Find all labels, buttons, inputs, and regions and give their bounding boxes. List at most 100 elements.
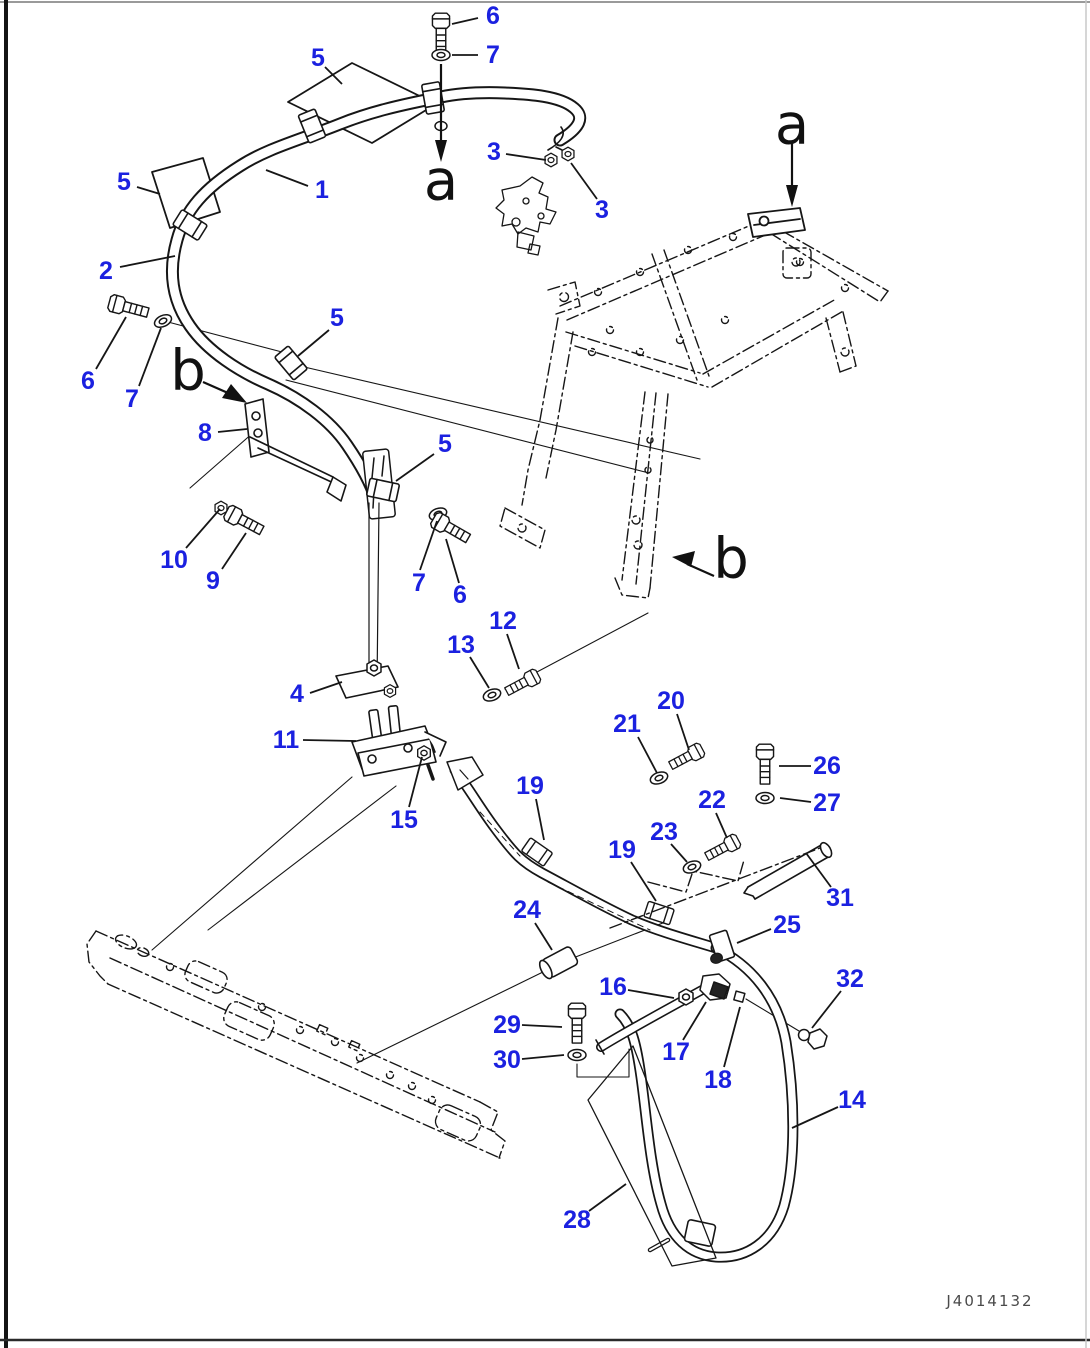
machine-frame-phantom [499,219,889,599]
callout-leader-24 [534,922,553,951]
callout-30-35: 30 [493,1046,521,1074]
callout-leader-12 [506,633,520,670]
callout-leader-2 [119,255,176,268]
callout-28-40: 28 [563,1206,591,1234]
callout-leader-4 [309,681,343,694]
callout-leader-29 [521,1024,563,1028]
callout-27-26: 27 [813,789,841,817]
callout-25-31: 25 [773,911,801,939]
callout-29-34: 29 [493,1011,521,1039]
view-arrow-line-b [202,380,229,395]
callout-6-0: 6 [486,2,500,30]
callout-22-27: 22 [698,786,726,814]
callout-10-13: 10 [160,546,188,574]
callout-32-38: 32 [836,965,864,993]
callout-leader-32 [811,990,842,1029]
view-arrowhead-a [435,140,447,162]
callout-7-9: 7 [125,385,139,413]
callout-19-22: 19 [516,772,544,800]
callout-5-11: 5 [330,304,344,332]
callout-leader-5 [297,329,330,357]
callout-leader-9 [221,532,247,570]
callout-23-28: 23 [650,818,678,846]
view-marker-a-0: a [424,149,458,214]
callout-leader-19 [630,861,657,902]
view-markers: a a b b [170,64,809,592]
rollbar-assembly [151,62,587,777]
callout-7-15: 7 [412,569,426,597]
callout-leader-20 [676,713,690,751]
callout-leader-7 [419,520,438,571]
callout-5-6: 5 [117,168,131,196]
callout-18-37: 18 [704,1066,732,1094]
callout-17-36: 17 [662,1038,690,1066]
callout-20-24: 20 [657,687,685,715]
callout-11-20: 11 [273,726,300,754]
view-arrowhead-b [672,551,695,567]
callout-leader-6 [451,17,479,25]
callout-leader-8 [217,428,248,433]
callout-14-39: 14 [838,1086,866,1114]
callout-1-3: 1 [315,176,329,204]
callout-leader-30 [521,1054,565,1060]
bottom-rail-phantom [86,930,506,1159]
callout-leader-1 [265,169,309,187]
callout-6-8: 6 [81,367,95,395]
callout-leader-13 [469,656,490,689]
callout-leader-31 [805,852,832,888]
callout-leader-6 [445,538,460,584]
callout-15-21: 15 [390,806,418,834]
callout-4-19: 4 [290,680,304,708]
drawing-number: J4014132 [945,1292,1033,1310]
callout-leader-19 [535,798,545,841]
callout-26-25: 26 [813,752,841,780]
callout-leader-6 [95,316,127,370]
callout-leader-10 [185,508,221,549]
callout-12-17: 12 [489,607,517,635]
view-arrow-line-b [686,562,715,578]
callout-leader-16 [627,989,675,999]
callout-leader-22 [715,812,728,839]
view-arrowhead-b [222,384,247,403]
callout-8-10: 8 [198,419,212,447]
view-marker-b-3: b [713,527,749,592]
callout-31-30: 31 [826,884,854,912]
callout-leader-17 [682,1001,707,1041]
callout-leader-25 [736,928,772,944]
callout-3-4: 3 [487,138,501,166]
view-marker-b-2: b [170,339,206,404]
callout-21-23: 21 [613,710,641,738]
callout-leader-7 [138,327,162,387]
callout-7-1: 7 [486,41,500,69]
callout-2-7: 2 [99,257,113,285]
latch-detail [495,176,557,256]
callout-leader-5 [324,66,343,85]
callout-24-32: 24 [513,896,541,924]
callout-leader-3 [570,162,598,200]
callout-leader-28 [588,1183,627,1212]
callout-19-29: 19 [608,836,636,864]
callout-leader-27 [779,797,812,803]
view-arrowhead-a [786,185,798,207]
callout-leader-5 [136,186,161,195]
callout-leader-5 [395,453,435,482]
callout-5-2: 5 [311,44,325,72]
callout-9-14: 9 [206,567,220,595]
callout-16-33: 16 [599,973,627,1001]
view-marker-a-1: a [775,93,809,158]
callout-leader-15 [408,756,423,808]
fasteners [106,12,775,1062]
frame-mount-a [747,207,806,238]
callout-leader-14 [791,1106,839,1129]
callout-6-16: 6 [453,581,467,609]
callout-leader-11 [302,739,357,742]
callout-leader-23 [670,843,688,863]
callout-leader-3 [505,153,547,161]
callout-13-18: 13 [447,631,475,659]
callout-5-12: 5 [438,430,452,458]
callout-3-5: 3 [595,196,609,224]
